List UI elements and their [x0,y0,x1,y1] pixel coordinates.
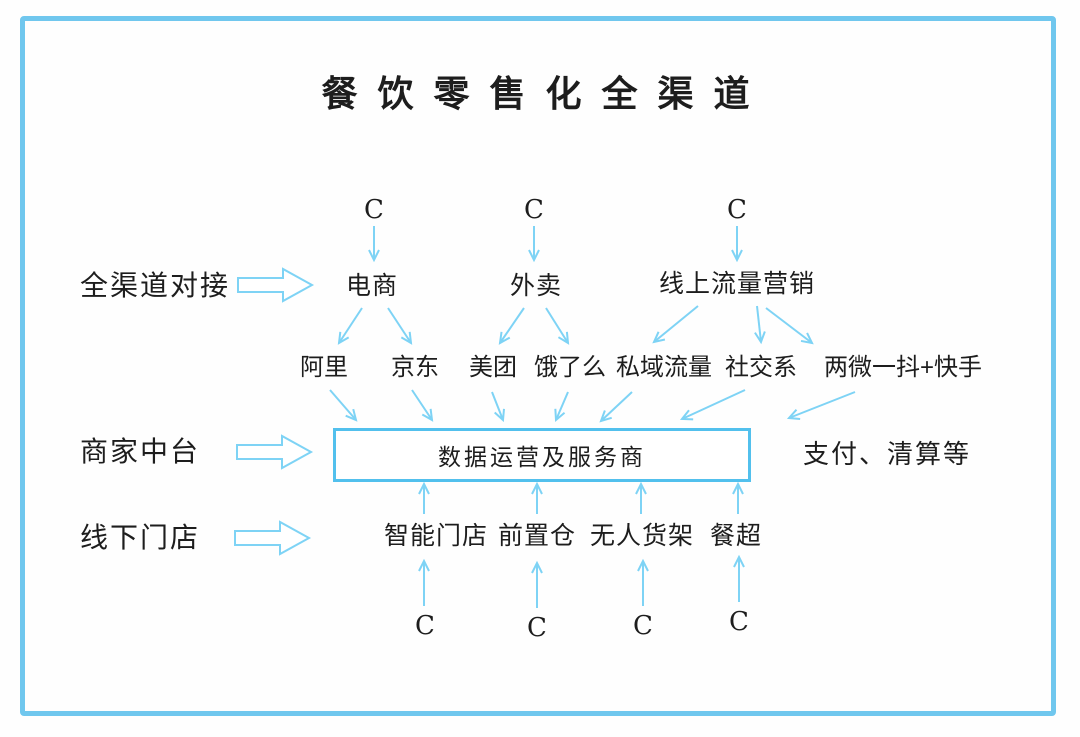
arrow-traffic-to-social [754,305,766,345]
arrow-takeout-to-eleme [545,307,570,345]
row-label-merchant-platform: 商家中台 [80,436,201,467]
consumer-node-bottom-2: C [527,613,547,643]
format-restaurant-supermarket: 餐超 [709,522,763,550]
format-front-warehouse: 前置仓 [497,522,577,550]
block-arrow-omnichannel [237,267,315,303]
row-label-offline-stores: 线下门店 [80,522,201,553]
platform-meituan: 美团 [469,354,517,381]
arrow-takeout-to-meituan [498,307,525,345]
format-smart-store: 智能门店 [383,522,489,550]
arrow-traffic-to-weibo-douyin-kuaishou [765,307,814,345]
platform-eleme: 饿了么 [534,354,606,381]
platform-alibaba: 阿里 [300,354,348,381]
channel-takeout: 外卖 [509,272,563,300]
note-payment-clearing: 支付、清算等 [802,439,972,469]
platform-private-domain-traffic: 私域流量 [616,354,712,381]
hub-box-label: 数据运营及服务商 [438,444,646,470]
arrow-ecommerce-to-alibaba [337,307,363,345]
arrow-weibo-douyin-kuaishou-to-hub [786,391,856,420]
consumer-node-top-3: C [727,195,747,225]
arrow-traffic-to-private-traffic [652,305,699,344]
arrow-jd-to-hub [411,389,434,422]
arrow-alibaba-to-hub [329,389,358,422]
format-unmanned-shelf: 无人货架 [589,522,695,550]
arrow-eleme-to-hub [554,391,569,423]
consumer-node-top-1: C [364,195,384,225]
consumer-node-top-2: C [524,195,544,225]
arrow-ecommerce-to-jd [387,307,413,345]
outer-frame-border [20,16,1056,716]
channel-online-traffic-marketing: 线上流量营销 [658,270,816,298]
diagram-title: 餐 饮 零 售 化 全 渠 道 [321,73,755,114]
consumer-node-bottom-4: C [729,607,749,637]
hub-box-data-operations: 数据运营及服务商 [333,428,751,482]
block-arrow-merchant-platform [236,434,314,470]
arrow-social-to-hub [679,389,746,421]
channel-ecommerce: 电商 [345,272,399,300]
platform-social-networks: 社交系 [725,354,797,381]
consumer-node-bottom-1: C [415,611,435,641]
arrow-private-traffic-to-hub [599,391,633,423]
platform-weibo-douyin-kuaishou: 两微一抖+快手 [823,354,983,381]
consumer-node-bottom-3: C [633,611,653,641]
row-label-omnichannel: 全渠道对接 [80,270,231,301]
platform-jd: 京东 [391,354,439,381]
arrow-meituan-to-hub [491,391,505,423]
block-arrow-offline-stores [234,520,312,556]
